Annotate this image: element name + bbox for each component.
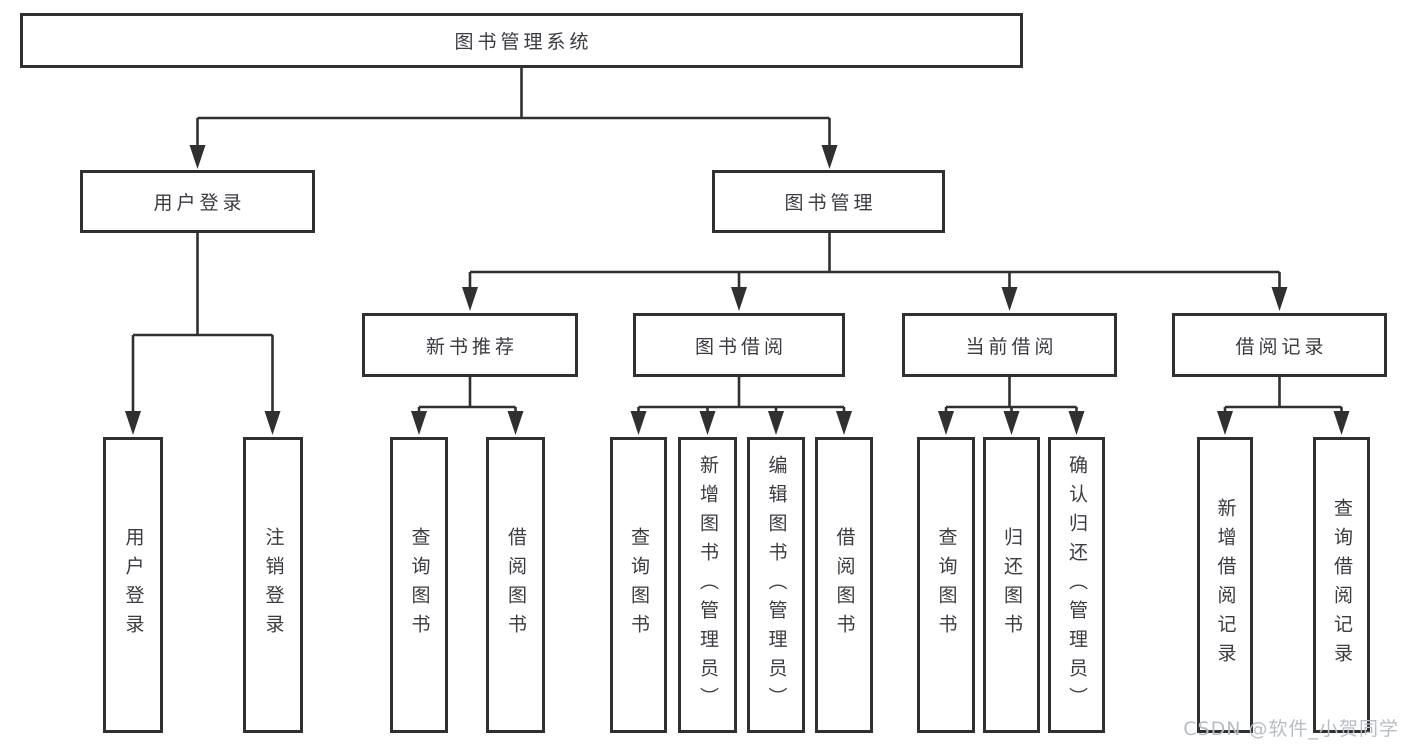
leaf-confirm-return-admin: 确认归还（管理员） [1048, 437, 1105, 733]
leaf-label: 新增图书（管理员） [697, 454, 719, 716]
node-label: 新书推荐 [425, 335, 518, 358]
leaf-logout: 注销登录 [243, 437, 303, 733]
leaf-label: 查询借阅记录 [1331, 498, 1353, 672]
leaf-label: 用户登录 [122, 527, 145, 643]
leaf-label: 编辑图书（管理员） [765, 454, 788, 716]
leaf-add-borrow-record: 新增借阅记录 [1197, 437, 1253, 733]
leaf-edit-book-admin: 编辑图书（管理员） [747, 437, 805, 733]
leaf-return-book: 归还图书 [983, 437, 1040, 733]
leaf-label: 查询图书 [935, 527, 958, 643]
leaf-label: 借阅图书 [505, 527, 527, 643]
leaf-label: 归还图书 [1001, 527, 1023, 643]
csdn-watermark: CSDN @软件_小贺同学 [1183, 718, 1399, 740]
node-current-borrow: 当前借阅 [902, 313, 1117, 377]
leaf-query-books-current: 查询图书 [917, 437, 975, 733]
leaf-label: 注销登录 [262, 527, 285, 643]
node-borrow-records: 借阅记录 [1172, 313, 1387, 377]
node-root-system: 图书管理系统 [20, 13, 1023, 68]
node-book-management-branch: 图书管理 [712, 170, 945, 233]
leaf-query-borrow-record: 查询借阅记录 [1313, 437, 1370, 733]
leaf-add-book-admin: 新增图书（管理员） [678, 437, 737, 733]
leaf-label: 确认归还（管理员） [1066, 454, 1088, 716]
leaf-label: 新增借阅记录 [1214, 498, 1237, 672]
node-label: 图书管理 [784, 192, 877, 214]
node-label: 图书管理系统 [454, 31, 593, 53]
leaf-label: 查询图书 [408, 527, 431, 643]
node-label: 图书借阅 [694, 335, 787, 358]
arrowheads [125, 145, 1350, 435]
node-user-login-branch: 用户登录 [80, 170, 315, 233]
node-label: 借阅记录 [1235, 335, 1328, 358]
leaf-label: 查询图书 [628, 527, 650, 643]
node-book-borrow: 图书借阅 [633, 313, 845, 377]
node-label: 用户登录 [153, 192, 246, 214]
leaf-borrow-books-borrow: 借阅图书 [815, 437, 873, 733]
leaf-borrow-books-recommend: 借阅图书 [486, 437, 545, 733]
node-label: 当前借阅 [965, 335, 1058, 358]
leaf-query-books-recommend: 查询图书 [390, 437, 448, 733]
leaf-user-login: 用户登录 [103, 437, 163, 733]
leaf-label: 借阅图书 [833, 527, 856, 643]
node-new-book-recommend: 新书推荐 [362, 313, 578, 377]
leaf-query-books-borrow: 查询图书 [610, 437, 667, 733]
